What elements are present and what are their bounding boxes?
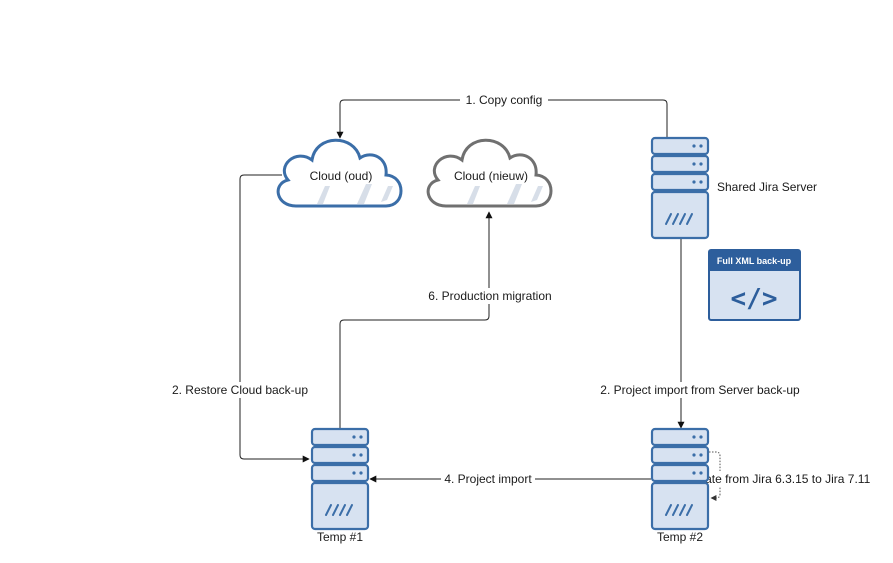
edge-production-migration [339, 211, 493, 429]
server-icon [650, 427, 710, 531]
server-icon [650, 136, 710, 240]
edge-label-production-migration: 6. Production migration [428, 289, 551, 303]
edge-label-restore-cloud-backup: 2. Restore Cloud back-up [172, 383, 308, 397]
xml-backup-badge: Full XML back-up </> [708, 249, 801, 321]
cloud-old-label: Cloud (oud) [310, 169, 373, 183]
cloud-icon [426, 138, 553, 208]
label-bg [170, 382, 310, 398]
edge-label-project-import: 4. Project import [444, 472, 532, 486]
xml-backup-title: Full XML back-up [717, 256, 792, 266]
temp1-label: Temp #1 [317, 530, 363, 544]
shared-jira-server-label: Shared Jira Server [717, 180, 817, 194]
cloud-icon [276, 138, 403, 208]
label-bg [597, 382, 805, 398]
edge-label-update-jira: 3. Update from Jira 6.3.15 to Jira 7.11 [670, 472, 871, 486]
cloud-old-node[interactable]: Cloud (oud) [276, 138, 403, 208]
cloud-new-label: Cloud (nieuw) [454, 169, 528, 183]
server-icon [310, 427, 370, 531]
shared-jira-server-node[interactable]: Shared Jira Server [650, 136, 817, 240]
label-bg [460, 92, 548, 108]
cloud-new-node[interactable]: Cloud (nieuw) [426, 138, 553, 208]
edge-restore-cloud-backup [239, 174, 310, 463]
label-bg [667, 471, 873, 487]
temp1-node[interactable]: Temp #1 [310, 427, 370, 544]
edge-label-project-import-server-backup: 2. Project import from Server back-up [600, 383, 800, 397]
edge-label-copy-config: 1. Copy config [466, 93, 543, 107]
label-bg [425, 288, 555, 304]
label-bg [441, 471, 535, 487]
temp2-label: Temp #2 [657, 530, 703, 544]
code-icon: </> [731, 284, 778, 314]
temp2-node[interactable]: Temp #2 [650, 427, 710, 544]
